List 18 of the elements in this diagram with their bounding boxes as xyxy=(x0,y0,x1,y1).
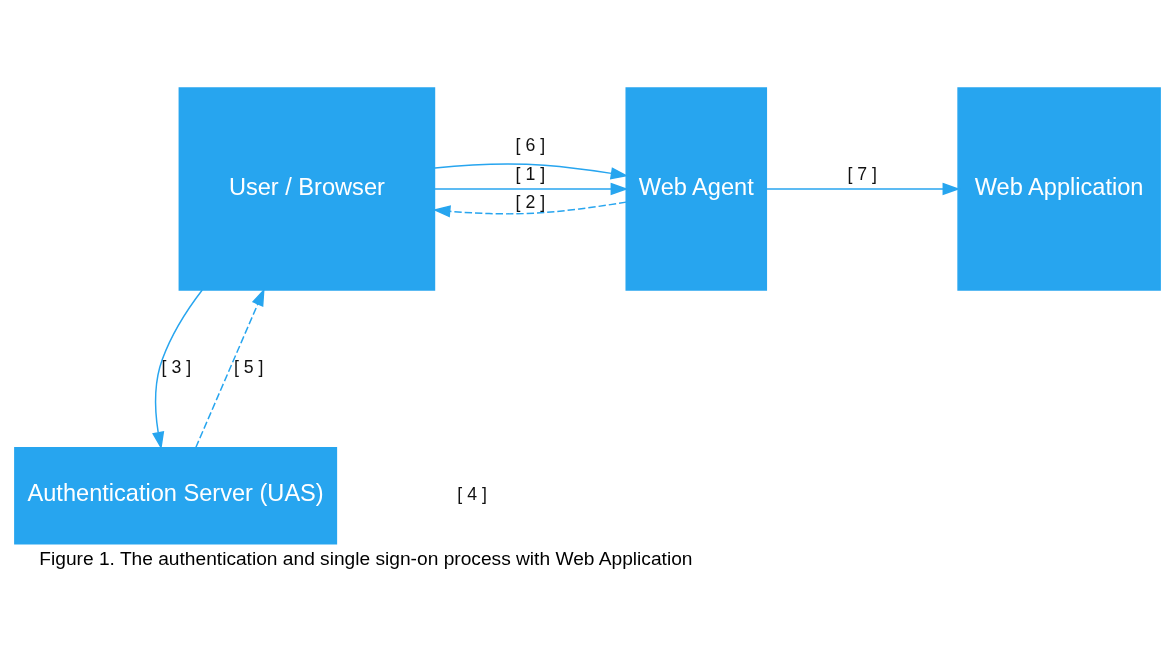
arrow xyxy=(195,288,265,449)
edge-label: [ 5 ] xyxy=(233,357,264,378)
caption: Figure 1. The authentication and single sign-on process with Web Application xyxy=(39,547,693,569)
edge-label: [ 3 ] xyxy=(161,357,192,378)
edge-label: [ 6 ] xyxy=(515,135,546,156)
edge-label: [ 1 ] xyxy=(515,163,546,184)
arrow xyxy=(765,182,961,196)
node-box: Web Agent xyxy=(625,87,768,291)
arrow xyxy=(434,163,629,180)
edge-label: [ 2 ] xyxy=(515,191,546,212)
node-box: Authentication Server (UAS) xyxy=(14,447,338,545)
arrow xyxy=(434,182,629,196)
edge-label: [ 7 ] xyxy=(847,163,877,184)
arrow xyxy=(152,289,203,450)
label: [ 4 ] xyxy=(457,484,487,505)
node-box: User / Browser xyxy=(178,87,436,291)
node-box: Web Application xyxy=(957,87,1161,291)
arrow xyxy=(432,201,627,218)
